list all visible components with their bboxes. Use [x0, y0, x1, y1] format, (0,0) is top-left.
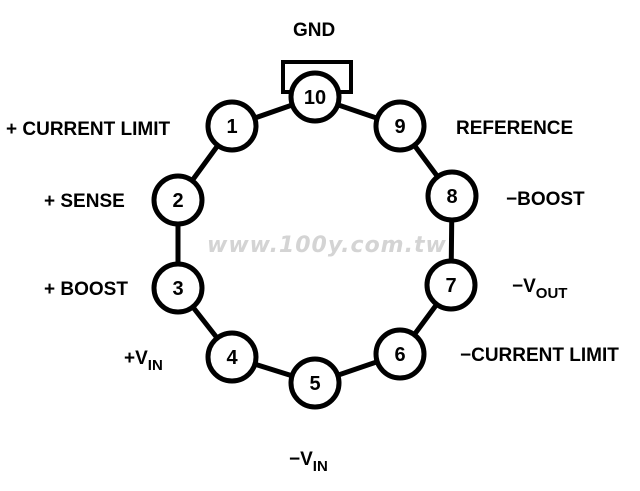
pin-7-label-sub: OUT [536, 285, 568, 302]
pin-2: 2 [151, 173, 205, 227]
pin-number: 9 [394, 116, 405, 138]
pin-1-label: + CURRENT LIMIT [6, 119, 171, 140]
pin-9-label: REFERENCE [456, 118, 573, 139]
pin-4-label-main: +V [124, 348, 148, 369]
pin-4-label-sub: IN [148, 357, 163, 374]
pin-1: 1 [205, 99, 259, 153]
watermark-text: www.100y.com.tw [207, 233, 447, 258]
pin-7-label: −VOUT [512, 276, 567, 302]
pin-5-label: −VIN [289, 449, 328, 475]
pin-6-label: −CURRENT LIMIT [460, 345, 619, 366]
pin-number: 8 [446, 186, 457, 208]
pin-3-label: + BOOST [44, 279, 128, 300]
pin-number: 5 [309, 373, 320, 395]
pin-6: 6 [373, 327, 427, 381]
pin-5-label-sub: IN [313, 458, 328, 475]
pin-9: 9 [373, 99, 427, 153]
pin-number: 6 [394, 344, 405, 366]
pin-8-label: −BOOST [506, 189, 585, 210]
pin-5: 5 [288, 356, 342, 410]
pin-number: 3 [172, 278, 183, 300]
pin-10: 10 [288, 70, 342, 124]
pin-number: 2 [172, 190, 183, 212]
pin-number: 1 [226, 116, 237, 138]
pin-number: 10 [304, 87, 326, 109]
pin-2-label: + SENSE [44, 191, 125, 212]
pin-7: 7 [424, 258, 478, 312]
pin-8: 8 [425, 169, 479, 223]
pin-7-label-main: −V [512, 276, 536, 297]
pin-number: 4 [226, 347, 238, 369]
pin-4: 4 [205, 330, 259, 384]
pin-4-label: +VIN [124, 348, 163, 374]
pin-10-label: GND [293, 20, 335, 41]
pin-3: 3 [151, 261, 205, 315]
pin-5-label-main: −V [289, 449, 313, 470]
pin-number: 7 [445, 275, 456, 297]
